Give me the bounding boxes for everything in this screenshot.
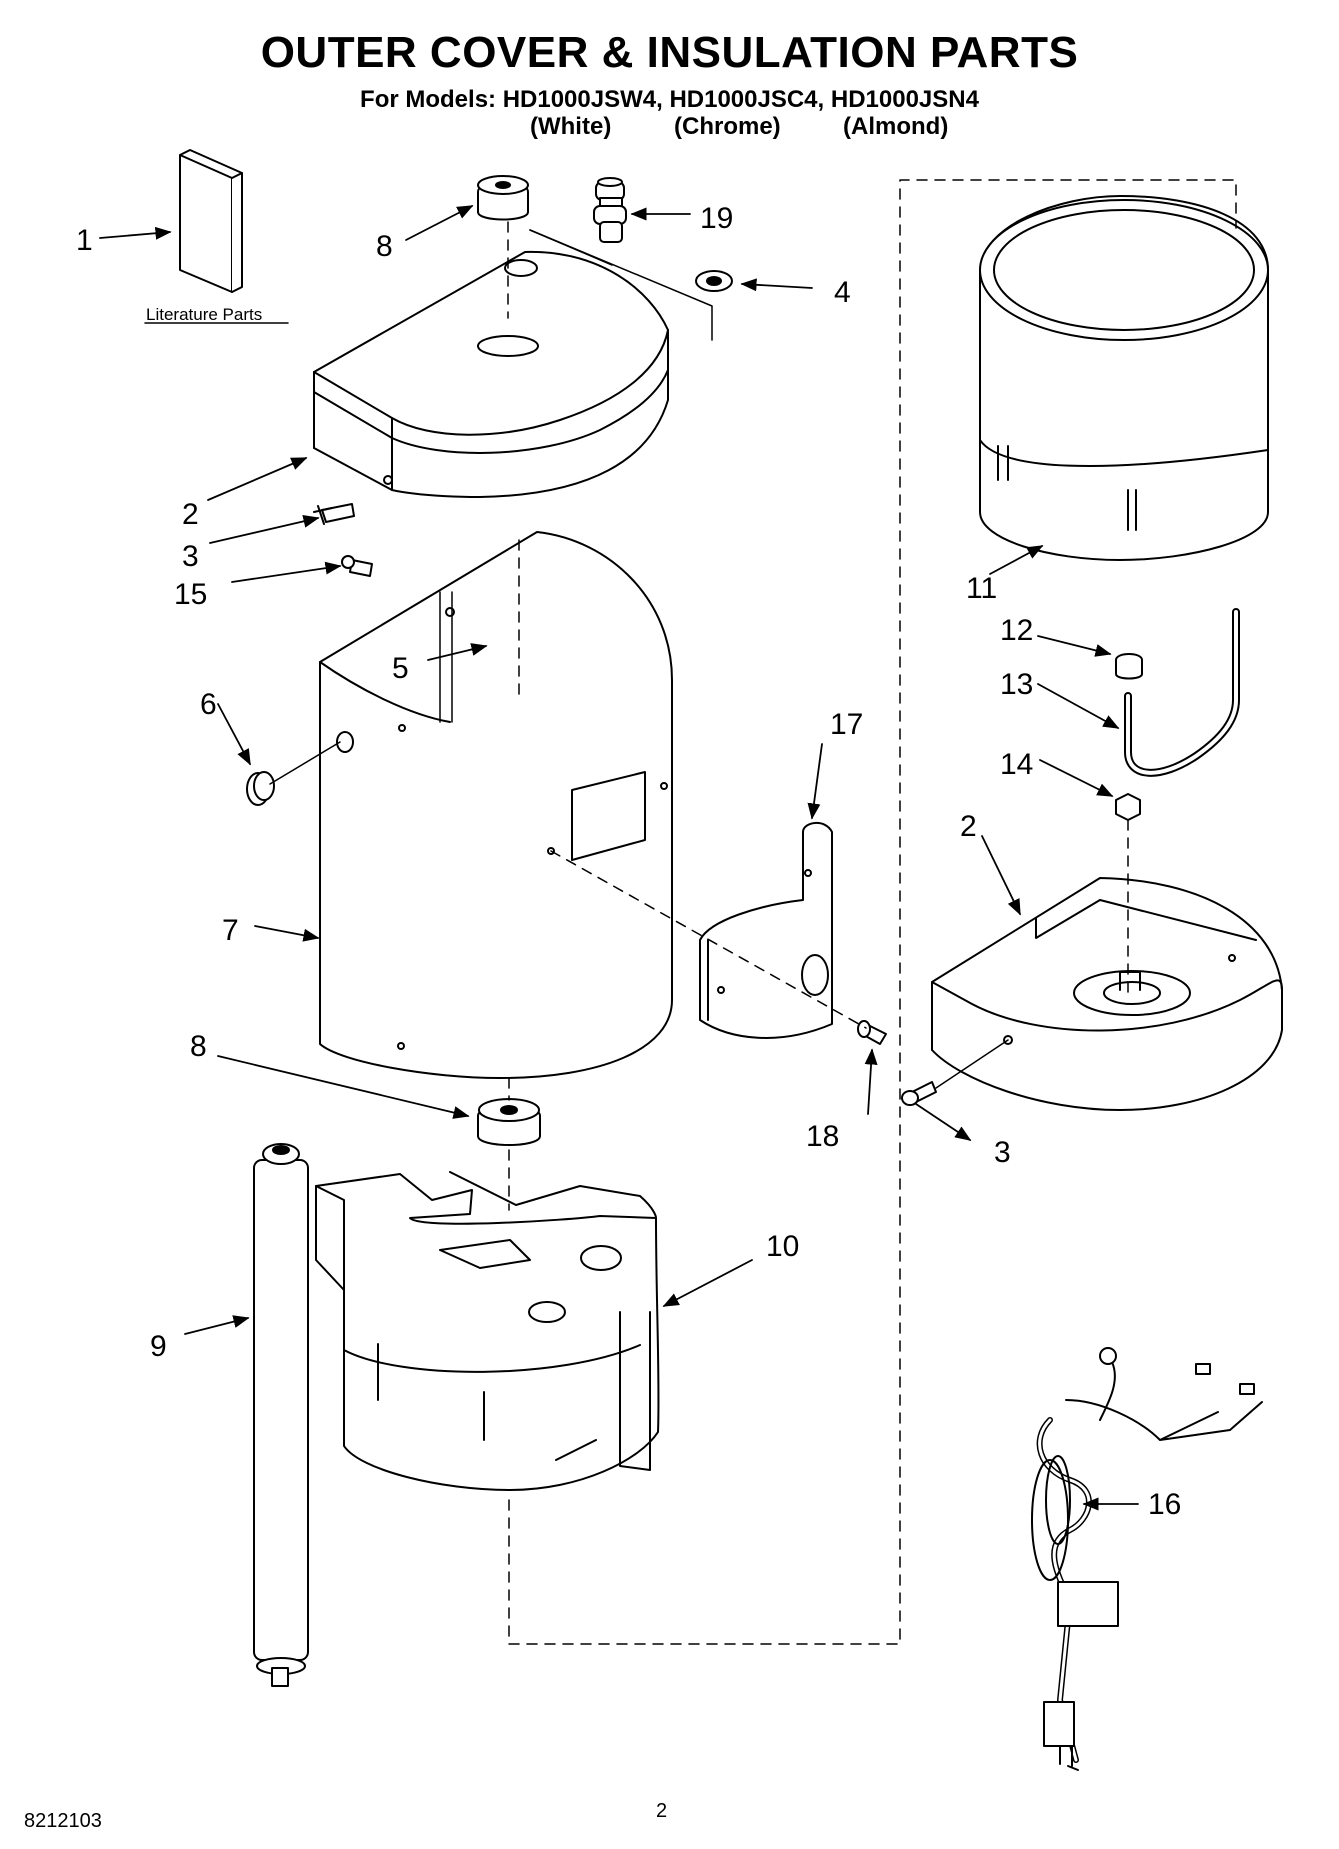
callout-6: 6 xyxy=(200,688,217,721)
callout-19: 19 xyxy=(700,202,733,235)
finish-almond: (Almond) xyxy=(843,113,949,140)
heating-element xyxy=(253,1143,309,1687)
callout-numbers: 1 2 3 4 5 6 7 8 9 10 11 12 13 14 15 16 1… xyxy=(76,202,1181,1521)
callout-3-left: 3 xyxy=(182,540,199,573)
callout-3-right: 3 xyxy=(994,1136,1011,1169)
power-cord xyxy=(1031,1347,1263,1771)
foot-top xyxy=(477,175,529,221)
literature-parts-book xyxy=(179,149,243,293)
callout-8-top: 8 xyxy=(376,230,393,263)
callout-arrows xyxy=(99,205,1139,1511)
outer-shell xyxy=(319,531,673,1079)
callout-14: 14 xyxy=(1000,748,1033,781)
callout-9: 9 xyxy=(150,1330,167,1363)
callout-4: 4 xyxy=(834,276,851,309)
callout-7: 7 xyxy=(222,914,239,947)
callout-5: 5 xyxy=(392,652,409,685)
callout-8-bottom: 8 xyxy=(190,1030,207,1063)
callout-2-right: 2 xyxy=(960,810,977,843)
callout-17: 17 xyxy=(830,708,863,741)
heat-shield xyxy=(699,822,833,1039)
drain-pan xyxy=(931,877,1283,1111)
screw-15 xyxy=(341,555,373,577)
callout-11: 11 xyxy=(966,572,997,605)
models-line: For Models: HD1000JSW4, HD1000JSC4, HD10… xyxy=(360,86,979,113)
screw-3-right xyxy=(901,1081,937,1106)
grommet-plug xyxy=(246,771,275,806)
callout-1: 1 xyxy=(76,224,93,257)
valve-fitting xyxy=(593,177,627,243)
inner-tank xyxy=(979,195,1269,561)
finish-chrome: (Chrome) xyxy=(674,113,781,140)
hex-nut xyxy=(1115,793,1141,821)
callout-13: 13 xyxy=(1000,668,1033,701)
callout-12: 12 xyxy=(1000,614,1033,647)
page-title: OUTER COVER & INSULATION PARTS xyxy=(260,28,1079,77)
finish-white: (White) xyxy=(530,113,612,140)
page-number: 2 xyxy=(656,1800,668,1822)
top-cover xyxy=(313,250,669,498)
callout-16: 16 xyxy=(1148,1488,1181,1521)
foot-bottom xyxy=(477,1098,541,1146)
screw-3-top xyxy=(313,503,355,525)
screw-18 xyxy=(857,1020,887,1045)
callout-18: 18 xyxy=(806,1120,839,1153)
callout-2-left: 2 xyxy=(182,498,199,531)
literature-parts-label: Literature Parts xyxy=(146,305,262,324)
callout-10: 10 xyxy=(766,1230,799,1263)
assembly-dashes xyxy=(507,179,1237,1645)
callout-15: 15 xyxy=(174,578,207,611)
drain-tube xyxy=(1124,608,1240,777)
document-number: 8212103 xyxy=(24,1810,102,1832)
washer xyxy=(695,270,733,292)
drain-cap xyxy=(1115,653,1143,680)
base-insulation xyxy=(315,1171,660,1491)
